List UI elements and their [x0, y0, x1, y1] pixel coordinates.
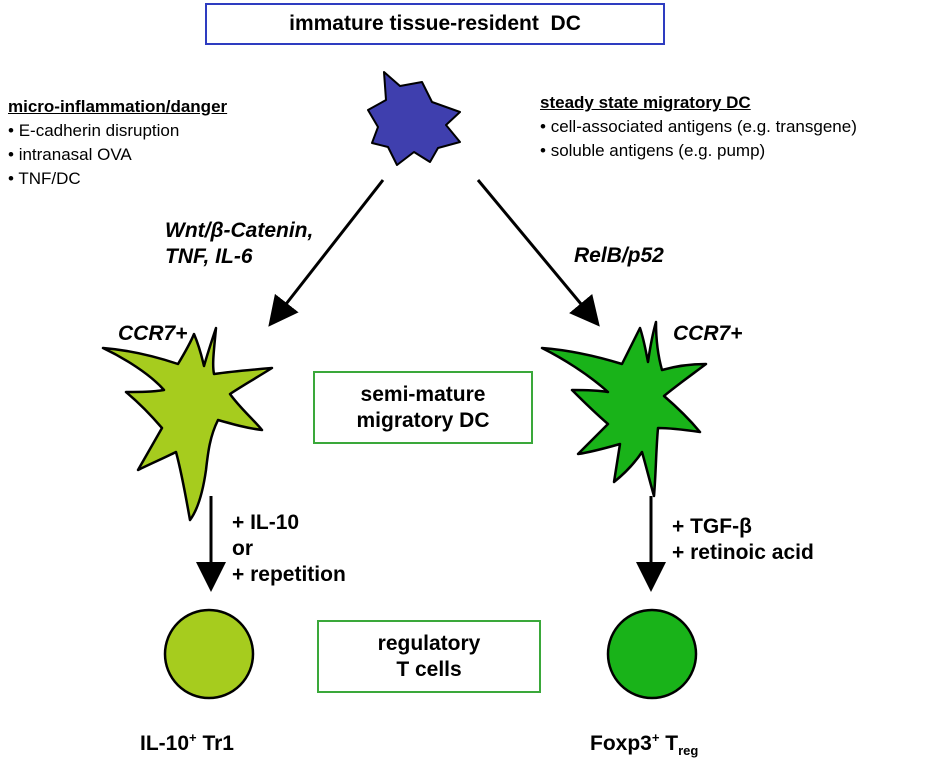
arrow-to-left-dc: [268, 179, 385, 327]
left-pathway-label: Wnt/β-Catenin, TNF, IL-6: [165, 219, 314, 268]
semi-mature-line2: migratory DC: [356, 408, 490, 432]
semi-mature-dc-label-box: semi-mature migratory DC: [313, 371, 533, 444]
arrow-to-right-dc: [476, 179, 600, 327]
regulatory-t-cells-label-box: regulatory T cells: [317, 620, 541, 693]
right-treatment-label: + TGF-β + retinoic acid: [672, 515, 814, 564]
tr1-cell: [163, 608, 255, 700]
left-ccr7-label: CCR7+: [118, 322, 188, 345]
left-panel-heading: micro-inflammation/danger: [8, 97, 228, 116]
left-panel-item: • intranasal OVA: [8, 145, 132, 164]
right-panel-heading: steady state migratory DC: [540, 93, 751, 112]
right-panel-item: • cell-associated antigens (e.g. transge…: [540, 117, 857, 136]
left-panel-item: • E-cadherin disruption: [8, 121, 180, 140]
right-panel-item: • soluble antigens (e.g. pump): [540, 141, 766, 160]
immature-dc-cell: [367, 71, 461, 166]
regulatory-line1: regulatory: [377, 631, 481, 655]
tr1-label: IL-10+ Tr1: [140, 730, 234, 755]
left-semi-mature-dc-cell: [101, 326, 274, 522]
treg-cell: [606, 608, 698, 700]
right-ccr7-label: CCR7+: [673, 322, 743, 345]
right-pathway-label: RelB/p52: [574, 244, 664, 267]
treg-label: Foxp3+ Treg: [590, 730, 699, 759]
right-semi-mature-dc-cell: [540, 320, 708, 498]
immature-dc-label: immature tissue-resident DC: [289, 12, 581, 35]
left-panel-item: • TNF/DC: [8, 169, 81, 188]
immature-dc-label-box: immature tissue-resident DC: [205, 3, 665, 45]
regulatory-line2: T cells: [396, 657, 462, 681]
semi-mature-line1: semi-mature: [360, 382, 486, 406]
left-treatment-label: + IL-10 or + repetition: [232, 511, 346, 586]
